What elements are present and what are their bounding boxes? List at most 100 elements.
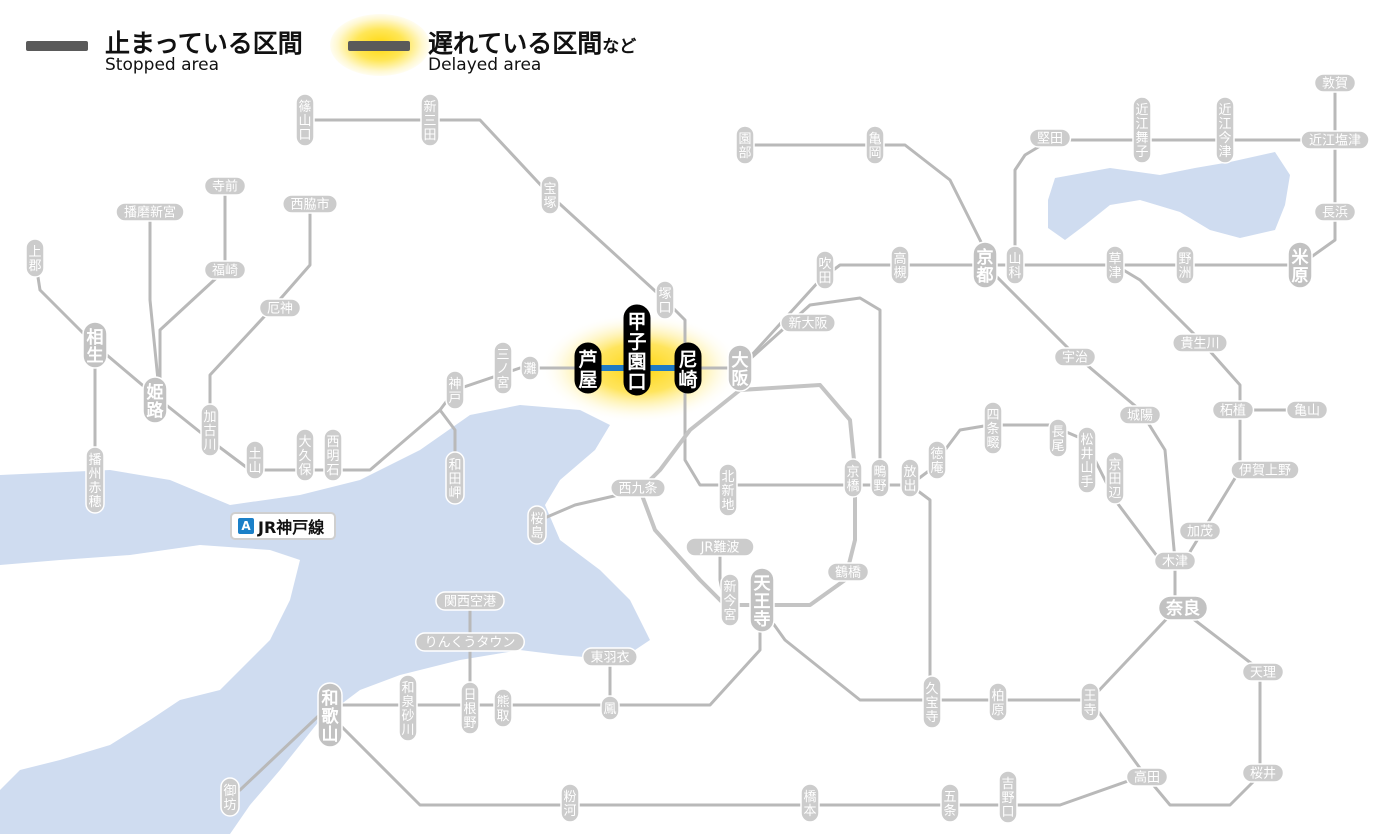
station-shijonawate[interactable]: 四条畷	[983, 401, 1003, 455]
station-nagahama[interactable]: 長浜	[1313, 202, 1357, 222]
station-teramae[interactable]: 寺前	[203, 176, 247, 196]
station-joyo[interactable]: 城陽	[1118, 405, 1162, 425]
station-kameyama[interactable]: 亀山	[1285, 400, 1329, 420]
station-pill	[1178, 521, 1222, 541]
station-wadamisaki[interactable]: 和田岬	[445, 451, 465, 505]
station-pill	[200, 403, 220, 457]
station-tsuge[interactable]: 柘植	[1211, 400, 1255, 420]
station-fukusaki[interactable]: 福崎	[203, 260, 247, 280]
line-badge[interactable]: A JR神戸線	[230, 512, 337, 540]
station-tsuruhashi[interactable]: 鶴橋	[826, 562, 870, 582]
station-kakogawa[interactable]: 加古川	[200, 403, 220, 457]
station-gobo[interactable]: 御坊	[220, 777, 240, 817]
station-sakurajima[interactable]: 桜島	[527, 505, 547, 545]
station-kibukawa[interactable]: 貴生川	[1172, 333, 1228, 353]
station-koshienguchi[interactable]: 甲子園口	[623, 304, 651, 396]
station-matsuiyamate[interactable]: 松井山手	[1077, 426, 1097, 494]
station-kitashinchi[interactable]: 北新地	[718, 463, 738, 517]
station-ashiya[interactable]: 芦屋	[574, 342, 602, 394]
station-uji[interactable]: 宇治	[1053, 347, 1097, 367]
station-hashimoto[interactable]: 橋本	[800, 783, 820, 823]
station-kyuhoji[interactable]: 久宝寺	[922, 675, 942, 729]
station-shinimamiya[interactable]: 新今宮	[720, 573, 740, 627]
station-label: 近江舞子	[1135, 103, 1148, 160]
station-kamo[interactable]: 加茂	[1178, 521, 1222, 541]
station-otori[interactable]: 鳳	[600, 695, 620, 721]
station-pill	[720, 573, 740, 627]
station-igaueno[interactable]: 伊賀上野	[1230, 460, 1300, 480]
station-nara[interactable]: 奈良	[1157, 595, 1209, 621]
station-pill	[1300, 130, 1370, 150]
station-pill	[600, 695, 620, 721]
station-pill	[1105, 245, 1125, 285]
station-shigino[interactable]: 鴫野	[870, 458, 890, 498]
station-tennoji[interactable]: 天王寺	[749, 567, 775, 633]
station-nada[interactable]: 灘	[520, 355, 540, 381]
station-gojo[interactable]: 五条	[940, 783, 960, 823]
station-kyoto[interactable]: 京都	[972, 241, 998, 289]
station-label: 塚口	[658, 287, 671, 316]
station-takatsuki[interactable]: 高槻	[890, 245, 910, 285]
station-kyobashi[interactable]: 京橋	[843, 458, 863, 498]
station-kyotanabe[interactable]: 京田辺	[1105, 451, 1125, 505]
station-takarazuka[interactable]: 宝塚	[540, 175, 560, 215]
station-kusatsu[interactable]: 草津	[1105, 245, 1125, 285]
station-nishiakashi[interactable]: 西明石	[323, 428, 343, 482]
station-label: 放出	[903, 465, 916, 494]
station-omimaiko[interactable]: 近江舞子	[1132, 96, 1152, 164]
station-omiimazu[interactable]: 近江今津	[1215, 96, 1235, 164]
station-kobe[interactable]: 神戸	[445, 370, 465, 410]
station-himeji[interactable]: 姫路	[142, 376, 168, 424]
station-tsukaguchi[interactable]: 塚口	[655, 280, 675, 320]
station-yasu[interactable]: 野洲	[1175, 245, 1195, 285]
station-takada[interactable]: 高田	[1125, 767, 1169, 787]
station-kashiwara[interactable]: 柏原	[988, 682, 1008, 722]
station-pill	[655, 280, 675, 320]
station-omishiotsu[interactable]: 近江塩津	[1300, 130, 1370, 150]
station-kameoka[interactable]: 亀岡	[865, 125, 885, 165]
station-suita[interactable]: 吹田	[815, 250, 835, 290]
station-amagasaki[interactable]: 尼崎	[674, 342, 702, 394]
station-label: 西明石	[326, 435, 339, 478]
station-shinsanda[interactable]: 新三田	[420, 93, 440, 147]
station-nishikujo[interactable]: 西九条	[610, 478, 666, 498]
station-sannomiya[interactable]: 三ノ宮	[493, 341, 513, 395]
station-yamashina[interactable]: 山科	[1005, 245, 1025, 285]
station-jrnamba[interactable]: JR難波	[685, 537, 755, 557]
station-shinosaka[interactable]: 新大阪	[780, 313, 836, 333]
station-yashiro[interactable]: 厄神	[258, 298, 302, 318]
station-pill	[493, 688, 513, 728]
station-nishiwakishi[interactable]: 西脇市	[282, 194, 338, 214]
station-label: 相生	[87, 327, 104, 366]
station-osaka[interactable]: 大阪	[727, 344, 753, 392]
station-higashihagoromo[interactable]: 東羽衣	[582, 647, 638, 667]
station-hineno[interactable]: 日根野	[460, 681, 480, 735]
station-kamigori[interactable]: 上郡	[25, 238, 45, 278]
station-dobayama[interactable]: 土山	[245, 440, 265, 480]
station-sakurai[interactable]: 桜井	[1241, 763, 1285, 783]
station-kizu[interactable]: 木津	[1153, 551, 1197, 571]
station-sonobe[interactable]: 園部	[735, 125, 755, 165]
station-hanaten[interactable]: 放出	[900, 458, 920, 498]
station-yoshinoguchi[interactable]: 吉野口	[998, 770, 1018, 824]
station-okubo[interactable]: 大久保	[295, 428, 315, 482]
station-wakayama[interactable]: 和歌山	[317, 682, 343, 748]
station-aioi[interactable]: 相生	[82, 321, 108, 369]
station-sasayamaguchi[interactable]: 篠山口	[295, 93, 315, 147]
station-pill	[435, 591, 505, 611]
station-label: 大阪	[732, 350, 749, 389]
station-maibara[interactable]: 米原	[1287, 241, 1313, 289]
station-izumisunagawa[interactable]: 和泉砂川	[398, 674, 418, 742]
station-rinkutown[interactable]: りんくうタウン	[415, 632, 525, 652]
station-oji[interactable]: 王寺	[1080, 682, 1100, 722]
station-kansaiairport[interactable]: 関西空港	[435, 591, 505, 611]
station-tsuruga[interactable]: 敦賀	[1313, 73, 1357, 93]
station-banshuako[interactable]: 播州赤穂	[85, 446, 105, 514]
station-tokuan[interactable]: 徳庵	[927, 440, 947, 480]
station-harimashingu[interactable]: 播磨新宮	[115, 202, 185, 222]
station-kokawa[interactable]: 粉河	[560, 783, 580, 823]
station-katata[interactable]: 堅田	[1028, 128, 1072, 148]
station-kumatori[interactable]: 熊取	[493, 688, 513, 728]
station-tenri[interactable]: 天理	[1241, 662, 1285, 682]
station-nagao[interactable]: 長尾	[1048, 418, 1068, 458]
